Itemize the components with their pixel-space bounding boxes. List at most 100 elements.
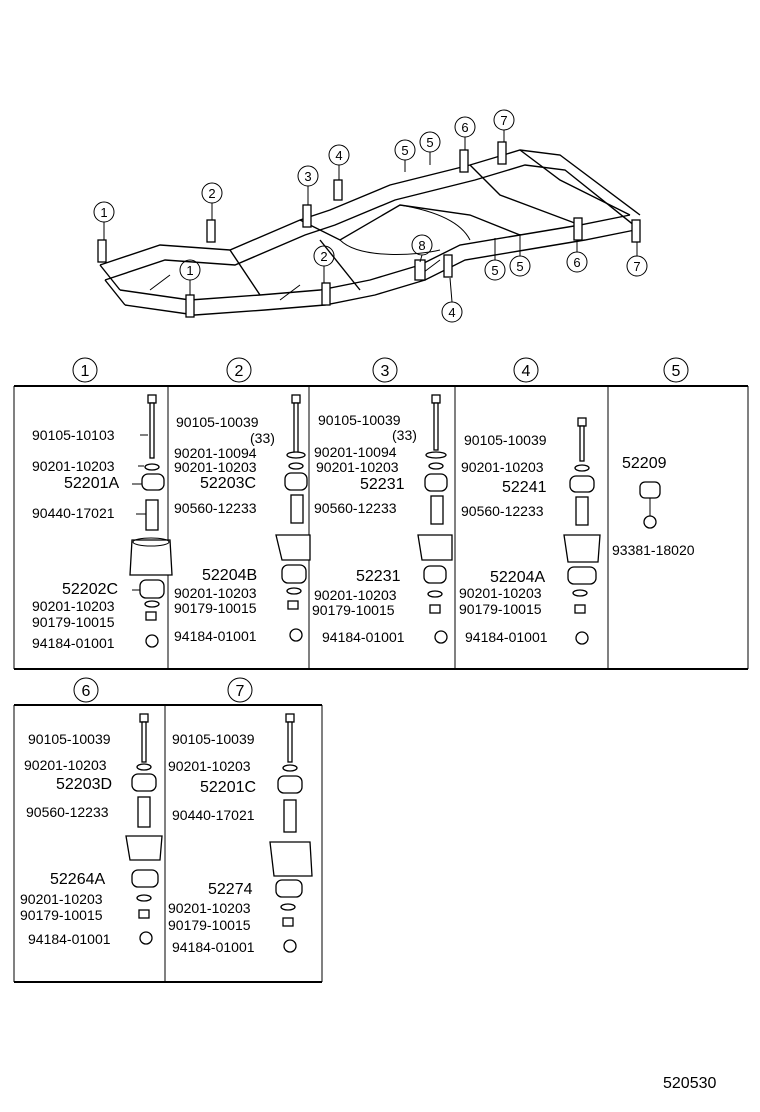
part-number: 90201-10203 bbox=[24, 757, 107, 773]
part-number: 52241 bbox=[502, 479, 547, 496]
part-number: 94184-01001 bbox=[28, 931, 111, 947]
frame-bracket-icon bbox=[275, 534, 311, 561]
part-number: 52201A bbox=[64, 475, 119, 492]
collar-icon bbox=[575, 496, 589, 526]
plug-icon bbox=[434, 630, 448, 644]
part-number: 90201-10094 bbox=[314, 444, 397, 460]
part-number: 90560-12233 bbox=[461, 503, 544, 519]
collar-icon bbox=[430, 495, 444, 525]
washer-icon bbox=[288, 462, 304, 470]
collar-icon bbox=[145, 499, 159, 531]
part-number: 90105-10039 bbox=[318, 412, 401, 428]
callout-6a: 6 bbox=[454, 116, 476, 150]
bolt-icon bbox=[139, 713, 149, 763]
part-number: 90201-10203 bbox=[32, 458, 115, 474]
part-number: 94184-01001 bbox=[172, 939, 255, 955]
svg-text:2: 2 bbox=[320, 249, 327, 264]
callout-5d: 5 bbox=[509, 234, 531, 277]
bolt-icon bbox=[431, 394, 441, 451]
part-number: (33) bbox=[392, 427, 417, 443]
callout-7a: 7 bbox=[493, 109, 515, 142]
part-number: 90560-12233 bbox=[314, 500, 397, 516]
washer-icon bbox=[282, 764, 298, 772]
cushion-icon bbox=[275, 879, 303, 898]
frame-bracket-icon bbox=[125, 835, 163, 861]
part-number: 90105-10039 bbox=[176, 414, 259, 430]
part-number: 52231 bbox=[356, 568, 401, 585]
header-6: 6 bbox=[73, 677, 99, 703]
callout-8: 8 bbox=[411, 234, 433, 263]
washer-icon bbox=[428, 462, 444, 470]
bolt-icon bbox=[291, 394, 301, 454]
callout-7b: 7 bbox=[626, 242, 648, 277]
washer-icon bbox=[286, 451, 306, 459]
callout-5b: 5 bbox=[419, 131, 441, 165]
part-number: 90105-10039 bbox=[28, 731, 111, 747]
parts-table-borders bbox=[13, 385, 749, 983]
part-number: 90179-10015 bbox=[20, 907, 103, 923]
part-number: 52203D bbox=[56, 776, 112, 793]
header-7: 7 bbox=[227, 677, 253, 703]
part-number: 90105-10039 bbox=[464, 432, 547, 448]
svg-text:5: 5 bbox=[672, 363, 681, 380]
svg-text:6: 6 bbox=[573, 255, 580, 270]
part-number: 90560-12233 bbox=[26, 804, 109, 820]
callout-6b: 6 bbox=[566, 240, 588, 273]
washer-icon bbox=[136, 763, 152, 771]
cushion-icon bbox=[131, 773, 157, 792]
collar-icon bbox=[283, 799, 297, 833]
plug-icon bbox=[145, 634, 159, 648]
part-number: 90201-10203 bbox=[168, 900, 251, 916]
part-number: 52264A bbox=[50, 871, 105, 888]
svg-text:5: 5 bbox=[401, 143, 408, 158]
svg-text:4: 4 bbox=[448, 305, 455, 320]
section-5: 52209 93381-18020 bbox=[612, 455, 695, 558]
frame-bracket-icon bbox=[417, 534, 453, 561]
callout-1b: 1 bbox=[179, 259, 201, 295]
washer-icon bbox=[574, 464, 590, 472]
section-3: 90105-10039 (33) 90201-10094 90201-10203… bbox=[312, 394, 453, 645]
part-number: 90179-10015 bbox=[174, 600, 257, 616]
collar-icon bbox=[290, 494, 304, 524]
svg-text:4: 4 bbox=[522, 363, 531, 380]
svg-text:2: 2 bbox=[235, 363, 244, 380]
washer-icon bbox=[427, 590, 443, 598]
part-number: 94184-01001 bbox=[322, 629, 405, 645]
cushion-icon bbox=[141, 473, 165, 491]
part-number: 90201-10203 bbox=[174, 585, 257, 601]
nut-icon bbox=[574, 604, 586, 614]
svg-text:1: 1 bbox=[186, 263, 193, 278]
nut-icon bbox=[138, 909, 150, 919]
header-3: 3 bbox=[372, 357, 398, 383]
plug-icon bbox=[575, 631, 589, 645]
callout-2a: 2 bbox=[201, 182, 223, 220]
section-7: 90105-10039 90201-10203 52201C 90440-170… bbox=[168, 713, 313, 955]
cushion-icon bbox=[423, 565, 447, 584]
washer-icon bbox=[136, 894, 152, 902]
washer-icon bbox=[144, 463, 160, 471]
part-number: 90201-10203 bbox=[174, 459, 257, 475]
callout-1a: 1 bbox=[93, 201, 115, 240]
washer-icon bbox=[572, 589, 588, 597]
frame-overview-illustration bbox=[97, 141, 641, 318]
callout-4b: 4 bbox=[441, 277, 463, 323]
nut-icon bbox=[282, 917, 294, 927]
part-number: 90201-10203 bbox=[32, 598, 115, 614]
svg-text:3: 3 bbox=[304, 169, 311, 184]
part-number: 90105-10103 bbox=[32, 427, 115, 443]
part-number: 90105-10039 bbox=[172, 731, 255, 747]
header-2: 2 bbox=[226, 357, 252, 383]
nut-icon bbox=[429, 604, 441, 614]
frame-bracket-icon bbox=[129, 539, 173, 576]
bolt-icon bbox=[285, 713, 295, 763]
part-number: 90201-10203 bbox=[20, 891, 103, 907]
part-number: 52204A bbox=[490, 569, 545, 586]
part-number: 93381-18020 bbox=[612, 542, 695, 558]
part-number: 52203C bbox=[200, 475, 256, 492]
svg-text:5: 5 bbox=[491, 263, 498, 278]
part-number: 90201-10203 bbox=[168, 758, 251, 774]
svg-text:1: 1 bbox=[100, 205, 107, 220]
part-number: 90440-17021 bbox=[32, 505, 115, 521]
callout-4a: 4 bbox=[328, 144, 350, 180]
part-number: 94184-01001 bbox=[174, 628, 257, 644]
